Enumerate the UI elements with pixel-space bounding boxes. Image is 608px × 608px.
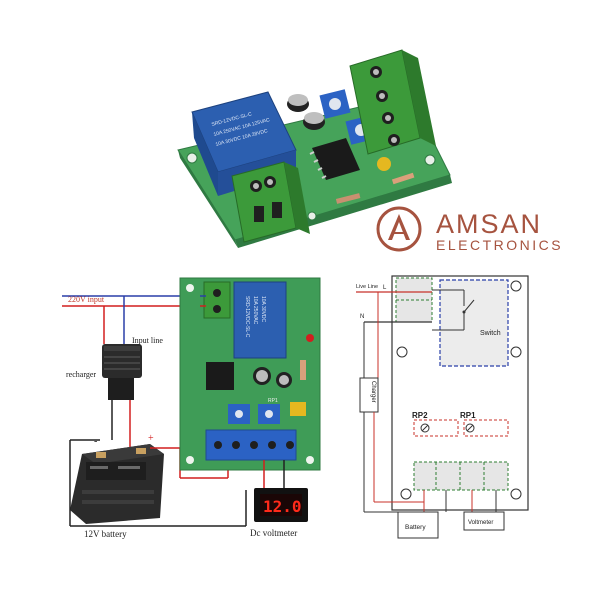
rp2-label: RP2 — [412, 411, 428, 420]
pot-label: RP1 — [268, 398, 278, 404]
voltmeter-reading: 12.0 — [263, 497, 302, 516]
battery-12v — [70, 444, 164, 524]
wiring-pcb: SRD-12VDC-SL-C 10A 250VAC 10A 30VDC RP1 — [179, 277, 321, 471]
rp2-pot-icon — [420, 423, 430, 433]
mount-hole — [424, 154, 436, 166]
ac-input-label: 220V input — [68, 295, 105, 304]
schematic-diagram: Switch Live Line L N Charger RP2 RP1 — [356, 275, 529, 539]
terminal-block-left — [231, 161, 310, 243]
rp1-pot-icon — [465, 423, 475, 433]
output-terminal — [413, 461, 509, 491]
recharger-label: recharger — [66, 370, 96, 379]
schematic-board — [391, 275, 529, 511]
brand-logo: AMSAN ELECTRONICS — [376, 206, 563, 253]
brand-name: AMSAN — [436, 209, 542, 239]
ic-chip — [312, 138, 360, 180]
battery-label: 12V battery — [84, 529, 127, 539]
rp2-pot — [413, 419, 459, 437]
schematic-battery-label: Battery — [405, 524, 426, 531]
switch-relay-box — [439, 279, 509, 367]
input-line-label: Input line — [132, 336, 163, 345]
neutral-letter: N — [360, 314, 364, 320]
battery-minus: - — [94, 436, 97, 447]
rp1-pot — [463, 419, 509, 437]
svg-text:SRD-12VDC-SL-C: SRD-12VDC-SL-C — [244, 296, 250, 338]
wiring-diagram: 220V input Input line recharger — [62, 277, 321, 539]
mount-hole — [307, 211, 317, 221]
charger-label: Charger — [370, 381, 376, 403]
schematic-voltmeter — [463, 511, 505, 531]
voltmeter-label: Dc voltmeter — [250, 528, 297, 538]
recharger-adapter — [102, 344, 142, 400]
brand-tagline: ELECTRONICS — [436, 237, 563, 253]
svg-text:10A 250VAC: 10A 250VAC — [252, 296, 258, 325]
live-line-letter: L — [383, 285, 387, 291]
live-line-label: Live Line — [356, 284, 378, 290]
capacitors — [287, 94, 325, 130]
schematic-battery — [397, 511, 439, 539]
rp1-label: RP1 — [460, 411, 476, 420]
mount-hole — [186, 152, 198, 164]
logo-circle-icon — [376, 206, 422, 252]
schematic-voltmeter-label: Voltmeter — [468, 520, 493, 526]
charger-box — [359, 377, 379, 413]
product-photo: SRD-12VDC-SL-C 10A 250VAC 10A 125VAC 10A… — [177, 49, 452, 248]
dc-voltmeter: 12.0 — [254, 488, 308, 522]
terminal-block-right — [349, 49, 436, 155]
switch-label: Switch — [480, 330, 501, 337]
svg-text:10A 30VDC: 10A 30VDC — [260, 296, 266, 323]
battery-plus: + — [148, 433, 154, 444]
